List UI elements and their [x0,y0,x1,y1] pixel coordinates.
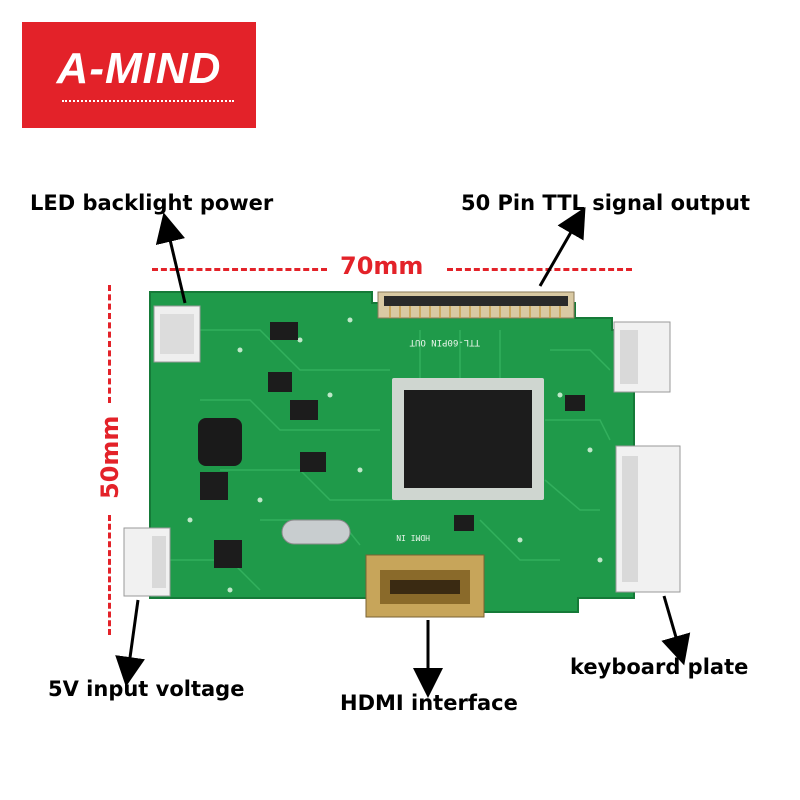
led-backlight-label: LED backlight power [30,191,274,215]
inductor [198,418,242,466]
height-dimension-line-bottom [108,515,111,635]
silkscreen-hdmi-text: HDMI IN [396,533,430,542]
main-ic-chip [392,378,544,500]
keyboard-label: keyboard plate [570,655,749,679]
input-voltage-label: 5V input voltage [48,677,245,701]
small-components [200,322,585,568]
right-top-connector [613,321,671,393]
width-dimension-label: 70mm [340,252,424,280]
keyboard-connector [615,445,681,593]
power-input-connector [123,527,171,597]
annotation-arrows [115,207,691,698]
crystal-oscillator [281,519,351,545]
silkscreen-ttl-text: TTL-60PIN OUT [409,337,480,347]
hdmi-connector [365,554,485,618]
width-dimension-line-right [447,268,632,271]
pcb-vias [187,317,603,593]
width-dimension-line-left [152,268,327,271]
led-backlight-connector [153,305,201,363]
ttl-output-label: 50 Pin TTL signal output [461,191,751,215]
height-dimension-line-top [108,285,111,403]
brand-logo-text: A-MIND [56,44,222,93]
logo-dotted-underline [62,100,234,102]
pcb-traces [170,329,611,591]
brand-logo: A-MIND [22,22,256,128]
hdmi-label: HDMI interface [340,691,518,715]
